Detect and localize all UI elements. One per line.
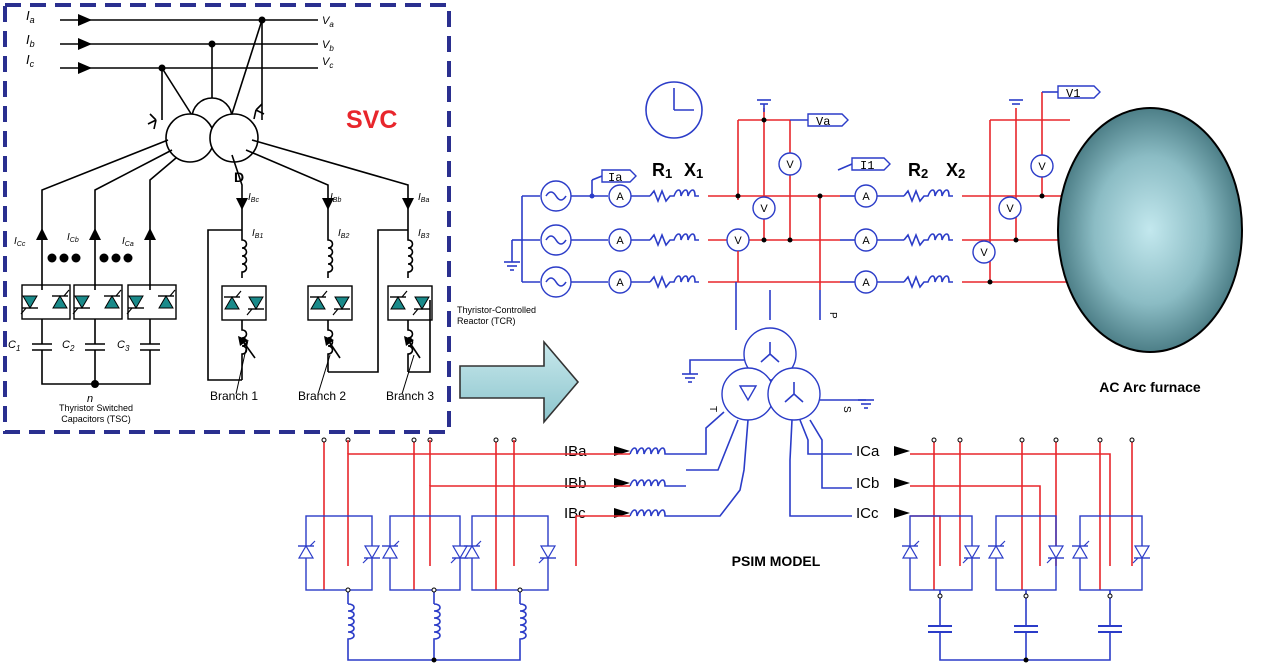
label-psim-icb: ICb — [856, 475, 879, 492]
tsc-caption-line1: Thyristor Switched — [59, 403, 133, 413]
psim-feeder-2 — [817, 157, 1070, 294]
label-va: Va — [322, 15, 334, 29]
psim-tcr-valves — [297, 515, 557, 663]
label-ibc: IBc — [248, 192, 259, 204]
trafo-tag-left: T — [707, 406, 718, 412]
svc-tcr-bank — [207, 139, 433, 395]
ammeter-glyph-2: A — [616, 235, 624, 247]
label-ib: Ib — [26, 32, 35, 49]
label-icc: ICc — [14, 236, 26, 248]
voltmeter-glyph-1: V — [734, 235, 742, 247]
psim-tsc-valves — [901, 515, 1151, 663]
svc-phase-lines — [60, 14, 318, 121]
ammeter-glyph-6: A — [862, 277, 870, 289]
probe-va-label: Va — [816, 115, 830, 129]
label-r1: R1 — [652, 160, 672, 181]
ammeter-glyph-1: A — [616, 191, 624, 203]
probe-i1-label: I1 — [860, 159, 874, 173]
label-ib1: IB1 — [252, 228, 263, 240]
psim-model-label: PSIM MODEL — [732, 553, 821, 569]
label-ib2: IB2 — [338, 228, 349, 240]
ammeter-glyph-5: A — [862, 235, 870, 247]
label-psim-ibc: IBc — [564, 505, 586, 522]
label-c1: C1 — [8, 339, 20, 353]
label-x2: X2 — [946, 160, 965, 181]
label-psim-iba: IBa — [564, 443, 587, 460]
probe-v1-label: V1 — [1066, 87, 1080, 101]
trafo-tag-right: S — [841, 406, 852, 413]
svc-title: SVC — [346, 106, 397, 134]
arc-furnace — [1057, 107, 1243, 353]
label-c3: C3 — [117, 339, 130, 353]
psim-tcr-inductors — [614, 446, 686, 518]
svc-tsc-feeders — [36, 139, 177, 290]
svc-tsc-bank — [20, 284, 177, 388]
label-c2: C2 — [62, 339, 75, 353]
voltmeter-glyph-3: V — [786, 159, 794, 171]
svc-frame — [3, 3, 451, 434]
voltmeter-glyph-6: V — [1038, 161, 1046, 173]
voltmeter-glyph-4: V — [980, 247, 988, 259]
label-neutral: n — [87, 393, 93, 405]
label-psim-ibb: IBb — [564, 475, 587, 492]
label-branch-1: Branch 1 — [210, 389, 258, 403]
label-branch-3: Branch 3 — [386, 389, 434, 403]
ammeter-glyph-3: A — [616, 277, 624, 289]
label-ic: Ic — [26, 52, 35, 69]
label-ica: ICa — [122, 236, 134, 248]
label-ia: Ia — [26, 8, 35, 25]
tsc-caption-line2: Capacitors (TSC) — [61, 414, 131, 424]
label-r2: R2 — [908, 160, 928, 181]
label-psim-ica: ICa — [856, 443, 880, 460]
psim-bus1-voltmeters — [726, 99, 849, 282]
label-ibb: IBb — [330, 192, 341, 204]
furnace-label: AC Arc furnace — [1099, 379, 1201, 395]
trafo-tag-top: P — [827, 312, 838, 319]
label-x1: X1 — [684, 160, 703, 181]
voltmeter-glyph-2: V — [760, 203, 768, 215]
psim-tsc-wiring — [910, 437, 1135, 590]
label-vc: Vc — [322, 56, 333, 70]
label-vb: Vb — [322, 39, 334, 53]
transition-arrow — [459, 339, 580, 425]
voltmeter-glyph-5: V — [1006, 203, 1014, 215]
psim-sources — [504, 180, 608, 298]
label-psim-icc: ICc — [856, 505, 879, 522]
tcr-caption-line1: Thyristor-Controlled — [457, 305, 536, 315]
clock-icon — [645, 81, 703, 139]
label-ib3: IB3 — [418, 228, 429, 240]
tcr-caption-line2: Reactor (TCR) — [457, 316, 516, 326]
probe-ia — [591, 169, 637, 183]
psim-tcr-wiring — [321, 437, 630, 590]
psim-feeder-1 — [589, 180, 840, 294]
svc-transformer — [147, 97, 265, 163]
label-branch-2: Branch 2 — [298, 389, 346, 403]
psim-tsc-arrows — [894, 446, 910, 518]
ammeter-glyph-4: A — [862, 191, 870, 203]
label-iba: IBa — [418, 192, 429, 204]
psim-bus2-voltmeters — [972, 85, 1101, 285]
psim-transformer — [682, 282, 874, 517]
probe-ia-label: Ia — [608, 171, 622, 185]
label-icb: ICb — [67, 232, 79, 244]
